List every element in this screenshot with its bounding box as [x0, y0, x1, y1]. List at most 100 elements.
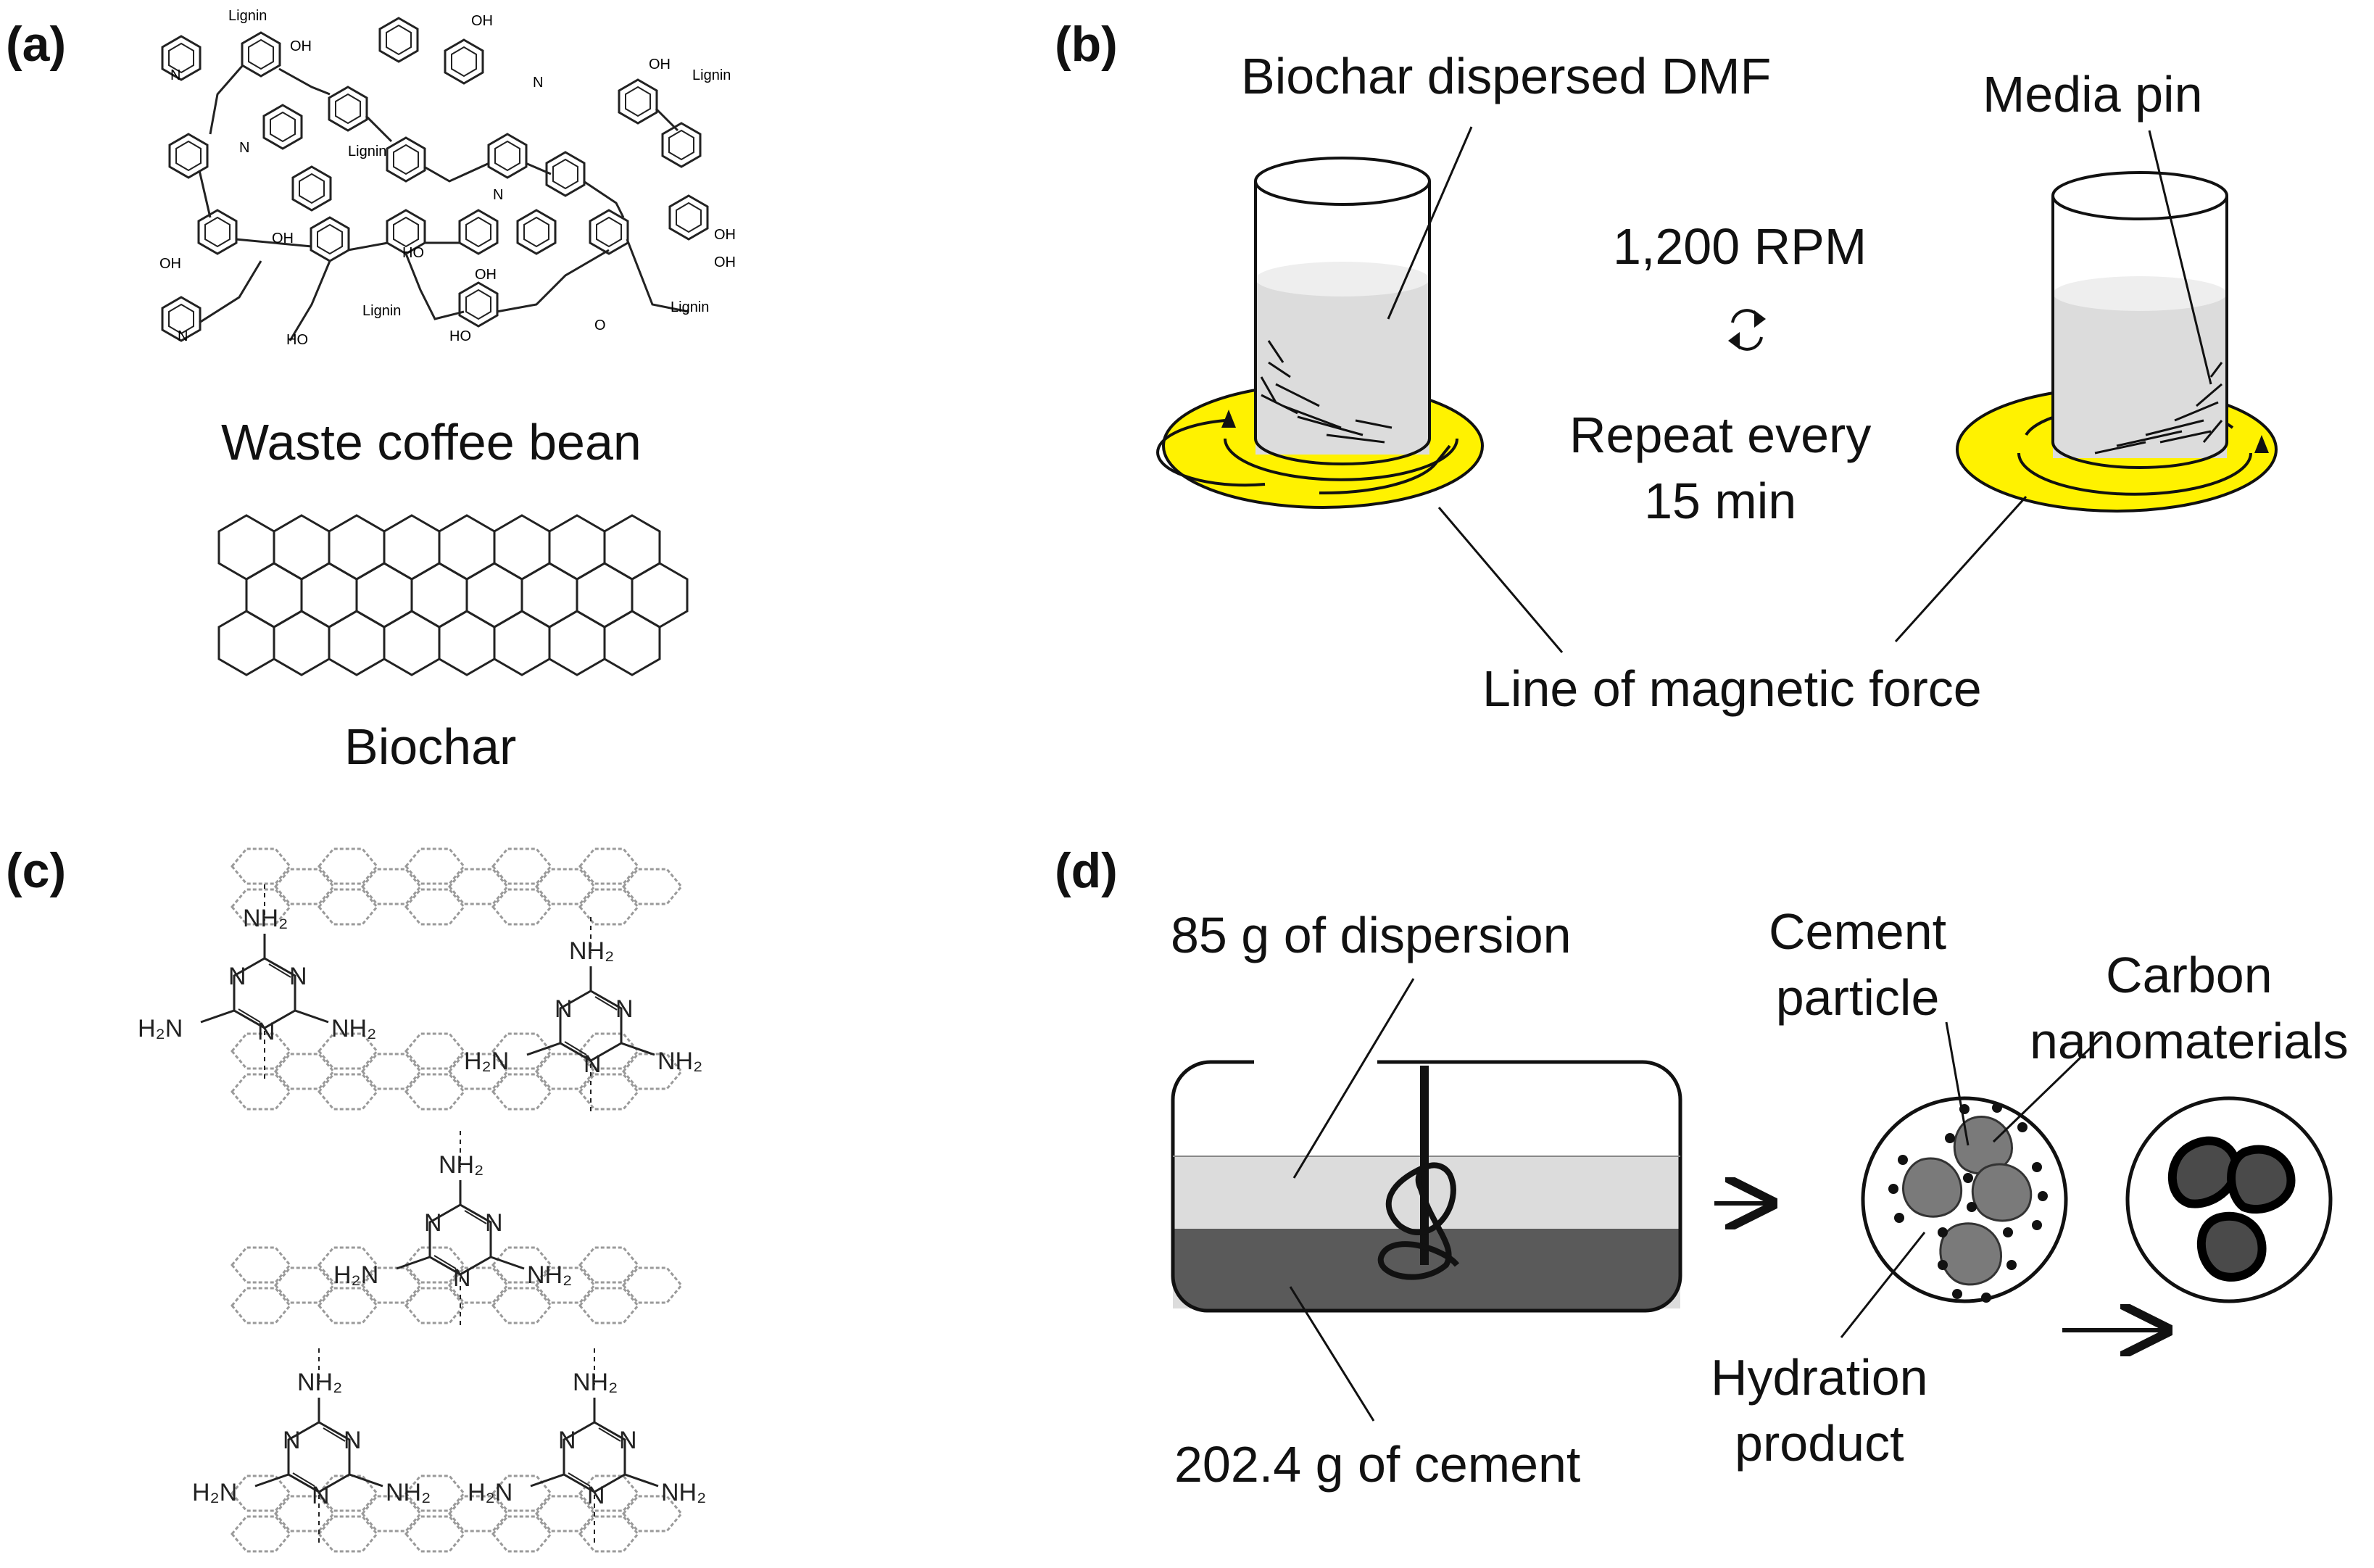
hydroxyl-label: OH: [471, 13, 493, 29]
ring-nitrogen-label: N: [558, 1427, 576, 1454]
hydroxyl-label: HO: [286, 332, 308, 348]
biochar-hexagon: [548, 514, 606, 581]
biochar-hexagon: [438, 610, 496, 676]
graphene-hexagon: [231, 847, 291, 885]
panel-a: Lignin Lignin Lignin Lignin Lignin OH OH…: [159, 8, 736, 676]
oxygen-label: O: [594, 318, 606, 333]
panel-label-c: (c): [6, 843, 67, 898]
biochar-hexagon: [328, 610, 386, 676]
lignin-label: Lignin: [228, 8, 267, 24]
rotate-icon: [1728, 309, 1766, 351]
amine-right-label: NH₂: [527, 1261, 572, 1289]
amine-top-label: NH₂: [569, 937, 614, 965]
melamine-molecule: NH₂ H₂N NH₂ N N N: [138, 883, 376, 1082]
biochar-hexagon: [493, 610, 551, 676]
waste-coffee-bean-caption: Waste coffee bean: [221, 414, 642, 470]
repeat-line-1: Repeat every: [1569, 407, 1872, 463]
cement-particle-line-1: Cement: [1769, 903, 1947, 960]
cement-particle-label: Cement particle: [1769, 899, 1946, 1031]
lignin-label: Lignin: [671, 299, 709, 315]
hydroxyl-label: HO: [449, 328, 471, 344]
amine-left-label: H₂N: [192, 1479, 237, 1506]
cement-particle-line-2: particle: [1775, 969, 1940, 1026]
biochar-hexagon: [273, 610, 331, 676]
biochar-hexagon: [631, 562, 689, 629]
biochar-hexagon: [438, 514, 496, 581]
carbon-line-1: Carbon: [2106, 947, 2273, 1003]
amine-left-label: H₂N: [333, 1261, 378, 1289]
lignin-label: Lignin: [692, 67, 731, 83]
hydroxyl-label: HO: [402, 245, 424, 261]
biochar-hexagon: [355, 562, 413, 629]
biochar-hexagon: [245, 562, 303, 629]
nitrogen-label: N: [178, 328, 188, 344]
magnetic-force-label: Line of magnetic force: [1482, 660, 1982, 717]
panel-c: NH₂ H₂N NH₂ N N N NH₂ H₂N NH₂ N N N NH₂ H₂N NH₂ N N N NH₂ H…: [138, 847, 706, 1553]
ring-nitrogen-label: N: [587, 1482, 605, 1509]
coffee-molecule-structure: Lignin Lignin Lignin Lignin Lignin OH OH…: [159, 8, 736, 348]
panel-label-d: (d): [1055, 843, 1118, 898]
amine-top-label: NH₂: [297, 1369, 342, 1396]
amine-top-label: NH₂: [243, 905, 288, 932]
panel-label-b: (b): [1055, 17, 1118, 72]
biochar-hexagon: [548, 610, 606, 676]
lignin-label: Lignin: [348, 144, 386, 159]
biochar-hexagon: [217, 610, 275, 676]
hydroxyl-label: OH: [159, 256, 181, 272]
biochar-hexagon: [383, 514, 441, 581]
hydroxyl-label: OH: [714, 227, 736, 243]
biochar-dispersed-dmf-label: Biochar dispersed DMF: [1241, 48, 1772, 104]
biochar-hexagon: [520, 562, 578, 629]
panel-label-a: (a): [6, 17, 67, 72]
right-beaker: [2051, 171, 2228, 469]
graphene-hexagon: [231, 1073, 291, 1111]
nitrogen-label: N: [493, 187, 503, 203]
nitrogen-label: N: [170, 67, 180, 83]
biochar-hexagon: [603, 610, 661, 676]
biochar-caption: Biochar: [344, 718, 517, 775]
mixing-vessel: [1171, 1060, 1682, 1313]
repeat-interval-label: Repeat every 15 min: [1569, 402, 1871, 534]
hydroxyl-label: OH: [649, 57, 671, 72]
nitrogen-label: N: [533, 75, 543, 91]
dispersion-label: 85 g of dispersion: [1171, 907, 1572, 963]
repeat-line-2: 15 min: [1644, 473, 1797, 529]
ring-nitrogen-label: N: [555, 995, 573, 1023]
biochar-hexagon: [328, 514, 386, 581]
amine-right-label: NH₂: [331, 1015, 376, 1042]
hydration-line-1: Hydration: [1711, 1349, 1928, 1406]
ring-nitrogen-label: N: [312, 1482, 330, 1509]
ring-nitrogen-label: N: [615, 995, 634, 1023]
biochar-hexagon-lattice: [217, 514, 689, 676]
hydroxyl-label: OH: [714, 254, 736, 270]
hydroxyl-label: OH: [290, 38, 312, 54]
biochar-hexagon: [410, 562, 468, 629]
biochar-hexagon: [465, 562, 523, 629]
biochar-hexagon: [603, 514, 661, 581]
ring-nitrogen-label: N: [289, 963, 307, 990]
media-pin-label: Media pin: [1983, 66, 2203, 123]
graphene-hexagon: [231, 1287, 291, 1324]
hydration-product-label: Hydration product: [1711, 1345, 1928, 1477]
biochar-hexagon: [300, 562, 358, 629]
nitrogen-label: N: [239, 140, 249, 156]
ring-nitrogen-label: N: [453, 1264, 471, 1292]
biochar-hexagon: [576, 562, 634, 629]
amine-left-label: H₂N: [138, 1015, 183, 1042]
panel-d: [1171, 978, 2333, 1422]
hydration-line-2: product: [1735, 1415, 1904, 1472]
ring-nitrogen-label: N: [257, 1018, 275, 1045]
graphene-hexagon: [231, 1515, 291, 1553]
biochar-hexagon: [493, 514, 551, 581]
amine-right-label: NH₂: [661, 1479, 706, 1506]
ring-nitrogen-label: N: [228, 963, 246, 990]
amine-right-label: NH₂: [386, 1479, 431, 1506]
amine-left-label: H₂N: [464, 1048, 509, 1075]
stirrer-impeller: [1377, 1066, 1460, 1280]
carbon-nanomaterials-label: Carbon nanomaterials: [2030, 942, 2349, 1074]
hydrated-cement-circle: [2125, 1096, 2333, 1303]
biochar-hexagon: [383, 610, 441, 676]
